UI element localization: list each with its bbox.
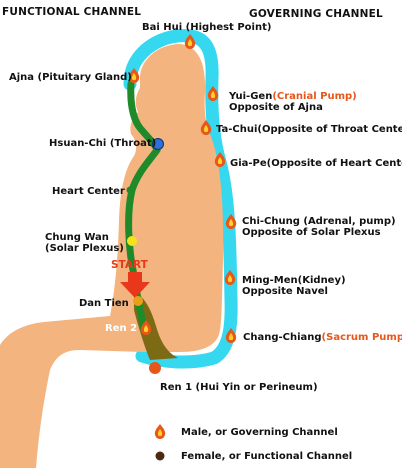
label-dan-tien: Dan Tien xyxy=(79,298,129,309)
label-start: START xyxy=(111,259,148,271)
label-bai-hui: Bai Hui (Highest Point) xyxy=(142,22,271,33)
label-chung-wan-1: Chung Wan xyxy=(45,232,109,243)
label-ming-men-1: Ming-Men(Kidney) xyxy=(242,275,346,286)
label-ren1: Ren 1 (Hui Yin or Perineum) xyxy=(160,382,318,393)
sacrum-pump-text: (Sacrum Pump) xyxy=(322,332,402,343)
cranial-pump-text: (Cranial Pump) xyxy=(272,91,356,102)
legend-flame-icon xyxy=(155,424,165,439)
label-hsuan-chi: Hsuan-Chi (Throat) xyxy=(49,138,156,149)
label-chi-chung-1: Chi-Chung (Adrenal, pump) xyxy=(242,216,396,227)
chang-chiang-name: Chang-Chiang xyxy=(243,332,322,343)
label-opposite-ajna: Opposite of Ajna xyxy=(229,102,323,113)
body-silhouette xyxy=(0,44,223,468)
functional-channel-header: FUNCTIONAL CHANNEL xyxy=(2,6,141,18)
label-ta-chui: Ta-Chui(Opposite of Throat Center) xyxy=(216,124,402,135)
governing-channel-header: GOVERNING CHANNEL xyxy=(249,8,383,20)
heart-center-dot xyxy=(127,187,134,194)
legend-male: Male, or Governing Channel xyxy=(181,427,338,438)
label-heart-center: Heart Center xyxy=(52,186,125,197)
chung-wan-dot xyxy=(127,236,137,246)
label-ajna: Ajna (Pituitary Gland) xyxy=(9,72,132,83)
legend-female: Female, or Functional Channel xyxy=(181,451,352,462)
dan-tien-dot xyxy=(133,296,143,306)
label-yui-gen: Yui-Gen(Cranial Pump) xyxy=(229,91,357,102)
label-ming-men-2: Opposite Navel xyxy=(242,286,328,297)
ren1-dot xyxy=(149,362,161,374)
legend-dot-icon xyxy=(156,452,165,461)
label-ren2: Ren 2 xyxy=(105,323,137,334)
label-chung-wan-2: (Solar Plexus) xyxy=(45,243,124,254)
yui-gen-name: Yui-Gen xyxy=(229,91,272,102)
label-gia-pe: Gia-Pe(Opposite of Heart Center) xyxy=(230,158,402,169)
label-chang-chiang: Chang-Chiang(Sacrum Pump) xyxy=(243,332,402,343)
label-chi-chung-2: Opposite of Solar Plexus xyxy=(242,227,381,238)
